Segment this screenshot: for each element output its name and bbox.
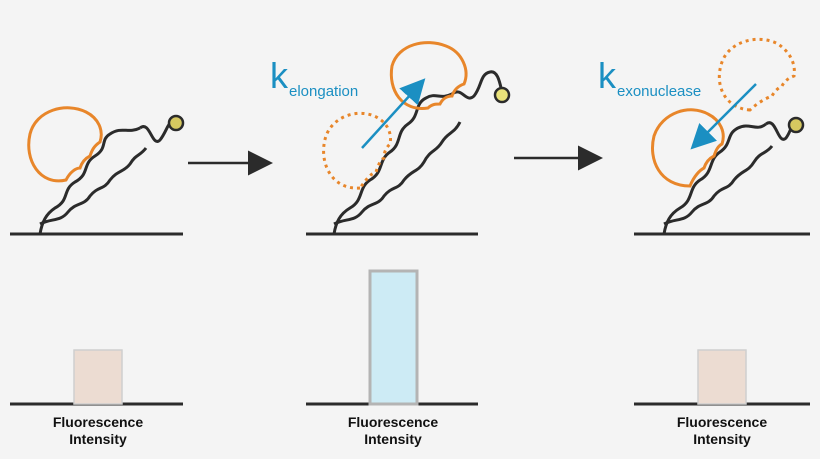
intensity-panel-2: [306, 269, 478, 406]
dna-strand-a: [662, 122, 767, 235]
ssdna-tail: [451, 70, 504, 100]
rate-subscript: exonuclease: [617, 83, 702, 100]
fluorescence-label-1: Fluorescence Intensity: [18, 414, 178, 448]
panel-3-dna-complex: [634, 37, 810, 236]
dna-strand-a: [332, 92, 453, 235]
dna-strand-b: [39, 147, 148, 226]
label-line-1: Fluorescence: [347, 414, 439, 430]
panel-1-dna-complex: [10, 106, 185, 236]
dna-strand-b: [663, 145, 774, 226]
rate-symbol: k: [270, 55, 288, 96]
label-line-1: Fluorescence: [52, 414, 144, 430]
fluorophore: [493, 86, 511, 104]
polymerase-previous: [322, 111, 392, 190]
elongation-rate-label: kelongation: [270, 55, 358, 101]
label-line-1: Fluorescence: [676, 414, 768, 430]
polymerase: [389, 41, 468, 110]
fluorescence-label-3: Fluorescence Intensity: [642, 414, 802, 448]
intensity-bar: [368, 269, 419, 406]
intensity-panel-3: [634, 349, 810, 406]
dna-strand-a: [38, 126, 141, 235]
fluorescence-label-2: Fluorescence Intensity: [313, 414, 473, 448]
label-line-2: Intensity: [693, 431, 751, 447]
label-line-2: Intensity: [364, 431, 422, 447]
label-line-2: Intensity: [69, 431, 127, 447]
fluorophore: [787, 116, 805, 134]
panel-2-dna-complex: [306, 41, 511, 236]
intensity-bar: [73, 349, 123, 405]
rate-subscript: elongation: [289, 83, 359, 100]
dna-strand-b: [333, 121, 462, 226]
fluorophore: [167, 114, 185, 132]
elongation-arrow: [361, 78, 426, 149]
polymerase-previous: [717, 37, 796, 112]
intensity-bar: [697, 349, 747, 405]
rate-symbol: k: [598, 55, 616, 96]
polymerase: [651, 108, 725, 188]
exonuclease-rate-label: kexonuclease: [598, 55, 701, 101]
polymerase: [27, 106, 103, 183]
intensity-panel-1: [10, 349, 183, 406]
exonuclease-arrow: [690, 83, 757, 150]
